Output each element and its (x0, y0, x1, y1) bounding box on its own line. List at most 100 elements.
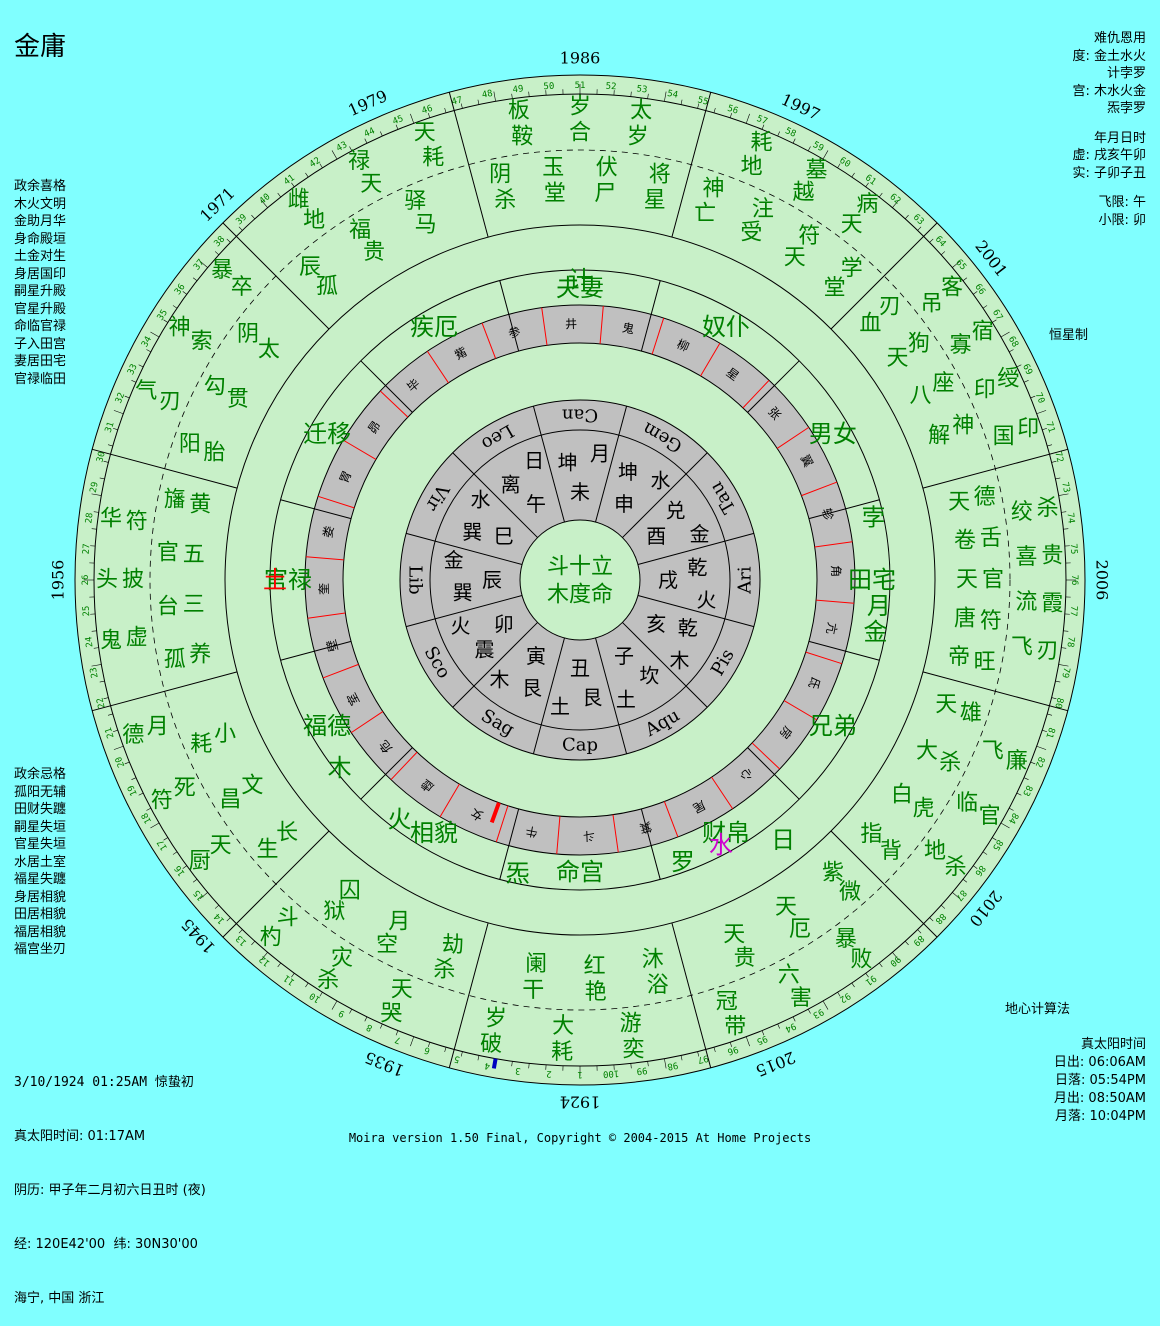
star-god-char: 国 (993, 425, 1015, 450)
star-god-char: 厨 (189, 849, 211, 874)
star-god-char: 尸 (594, 181, 616, 206)
trigram-label: 巽 (462, 520, 482, 544)
star-god-char: 空 (376, 933, 398, 958)
year-label: 1935 (362, 1048, 407, 1081)
star-god-char: 雄 (960, 701, 982, 726)
star-god-char: 病 (856, 192, 878, 217)
star-god-char: 耗 (551, 1040, 573, 1065)
star-god-char: 带 (724, 1014, 746, 1039)
scale-number: 25 (82, 605, 93, 616)
trigram-label: 乾 (678, 616, 698, 640)
scale-number: 26 (81, 575, 91, 586)
scale-number: 99 (636, 1064, 648, 1075)
star-god-char: 浴 (647, 973, 669, 998)
star-god-char: 合 (569, 121, 591, 146)
branch-label: 亥 (646, 612, 666, 636)
star-god-char: 劫 (442, 933, 464, 958)
branch-label: 辰 (482, 568, 502, 592)
scale-number: 29 (89, 481, 101, 494)
branch-label: 酉 (646, 524, 666, 548)
star-god-char: 绞 (1011, 500, 1033, 525)
star-god-char: 胎 (203, 440, 225, 465)
scale-number: 27 (82, 543, 93, 554)
branch-label: 卯 (494, 612, 514, 636)
element-label: 日 (524, 449, 544, 473)
trigram-label: 艮 (582, 685, 602, 709)
element-label: 火 (696, 588, 716, 612)
star-god-char: 亡 (694, 201, 716, 226)
star-god-char: 小 (214, 722, 236, 747)
planet-glyph: 金 (863, 618, 887, 646)
star-god-char: 学 (841, 256, 863, 281)
star-god-char: 绶 (997, 367, 1019, 392)
year-marker-blue (494, 1059, 496, 1069)
star-god-char: 旛 (164, 488, 186, 513)
scale-number: 53 (636, 84, 648, 95)
element-label: 金 (444, 548, 464, 572)
planet-glyph: 木 (328, 754, 352, 782)
star-god-char: 破 (480, 1032, 502, 1057)
star-god-char: 杓 (260, 925, 282, 950)
star-god-char: 养 (189, 642, 211, 667)
scale-number: 49 (512, 84, 524, 95)
star-god-char: 卒 (231, 275, 253, 300)
scale-number: 78 (1064, 636, 1075, 648)
star-god-char: 杀 (317, 968, 339, 993)
star-god-char: 狱 (323, 899, 345, 924)
element-label: 水 (651, 469, 671, 493)
star-god-char: 杀 (494, 188, 516, 213)
planet-glyph: 水 (709, 831, 733, 859)
year-label: 1924 (560, 1093, 601, 1112)
star-god-char: 岁 (627, 124, 649, 149)
element-label: 木 (669, 649, 689, 673)
star-god-char: 长 (276, 821, 298, 846)
element-label: 木 (489, 667, 509, 691)
branch-label: 寅 (526, 644, 546, 668)
planet-glyph: 孛 (861, 504, 885, 532)
star-god-char: 贵 (363, 240, 385, 265)
trigram-label: 离 (501, 473, 521, 497)
mansion-label: 井 (565, 317, 577, 331)
star-god-char: 太 (630, 98, 652, 123)
star-god-char: 气 (135, 379, 157, 404)
mansion-label: 斗 (583, 829, 595, 843)
star-god-char: 大 (916, 739, 938, 764)
scale-number: 23 (89, 666, 101, 679)
scale-number: 98 (666, 1059, 679, 1071)
star-god-char: 贯 (227, 387, 249, 412)
star-god-char: 刃 (879, 295, 901, 320)
trigram-label: 兑 (665, 499, 685, 523)
star-god-char: 耗 (190, 732, 212, 757)
star-god-char: 天 (210, 833, 232, 858)
center-line-2: 木度命 (547, 583, 613, 608)
star-god-char: 六 (778, 963, 800, 988)
star-god-char: 天 (886, 346, 908, 371)
branch-label: 申 (614, 492, 634, 516)
star-god-char: 越 (792, 180, 814, 205)
star-god-char: 客 (941, 275, 963, 300)
palace-label: 命宫 (556, 858, 604, 886)
star-god-char: 生 (257, 838, 279, 863)
star-god-char: 背 (880, 839, 902, 864)
star-god-char: 杀 (939, 750, 961, 775)
star-god-char: 帝 (948, 645, 970, 670)
scale-number: 74 (1064, 512, 1075, 524)
star-god-char: 德 (122, 723, 144, 748)
scale-number: 54 (666, 89, 679, 101)
palace-label: 田宅 (848, 566, 896, 594)
star-god-char: 孤 (164, 647, 186, 672)
star-god-char: 败 (850, 948, 872, 973)
star-god-char: 三 (183, 593, 205, 618)
star-god-char: 暴 (211, 258, 233, 283)
star-god-char: 狗 (908, 331, 930, 356)
star-god-char: 天 (784, 246, 806, 271)
sign-label: Ari (735, 566, 756, 595)
star-god-char: 官 (979, 804, 1001, 829)
lunar-date: 阴历: 甲子年二月初六日丑时 (夜) (14, 1182, 206, 1200)
year-label: 1956 (49, 560, 68, 601)
star-god-char: 文 (241, 774, 263, 799)
palace-label: 奴仆 (702, 313, 750, 341)
star-god-char: 刃 (159, 389, 181, 414)
trigram-label: 震 (475, 637, 495, 661)
branch-label: 丑 (570, 656, 590, 680)
